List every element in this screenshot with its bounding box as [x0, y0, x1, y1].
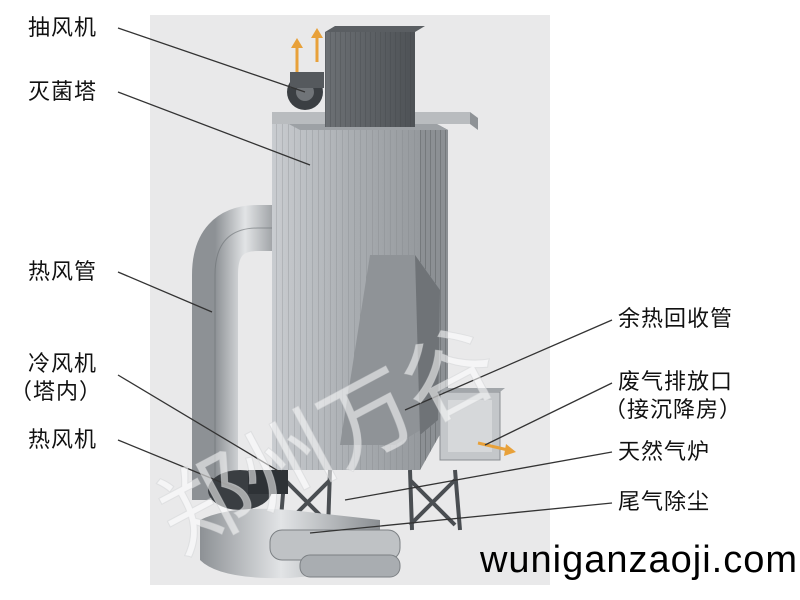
exhaust-arrow-right — [311, 28, 323, 62]
leader-waste-heat-pipe — [404, 319, 613, 411]
leader-exhaust-outlet — [484, 382, 613, 446]
label-gas-furnace: 天然气炉 — [618, 440, 711, 465]
outlet-arrow — [477, 441, 516, 456]
exhaust-outlet-box — [439, 388, 505, 461]
label-waste-heat-pipe: 余热回收管 — [618, 307, 734, 332]
leader-hot-air-fan — [117, 439, 241, 491]
leader-sterilization-tower — [117, 91, 311, 166]
label-cold-air-fan-note: （塔内） — [10, 380, 103, 405]
leader-exhaust-fan — [117, 27, 306, 93]
leader-tail-gas-dust — [309, 502, 613, 534]
site-watermark: wuniganzaoji.com — [479, 539, 798, 581]
leader-hot-air-duct — [117, 271, 213, 313]
label-sterilization-tower: 灭菌塔 — [28, 80, 98, 105]
leader-lines — [117, 27, 613, 534]
waste-heat-hopper — [340, 255, 440, 445]
exhaust-arrow-left — [291, 38, 303, 72]
hot-air-duct-pipe — [192, 205, 282, 500]
label-cold-air-fan: 冷风机 — [28, 352, 98, 377]
label-hot-air-duct: 热风管 — [28, 260, 98, 285]
label-exhaust-outlet: 废气排放口 — [618, 370, 734, 395]
leader-gas-furnace — [344, 451, 613, 501]
label-exhaust-outlet-note: （接沉降房） — [604, 398, 743, 423]
label-tail-gas-dust: 尾气除尘 — [618, 490, 711, 515]
label-exhaust-fan: 抽风机 — [28, 16, 98, 41]
gas-furnace-unit — [200, 508, 401, 579]
airflow-arrows — [291, 28, 516, 456]
leader-cold-air-fan — [117, 374, 281, 473]
exhaust-fan-unit — [287, 26, 425, 127]
label-hot-air-fan: 热风机 — [28, 428, 98, 453]
